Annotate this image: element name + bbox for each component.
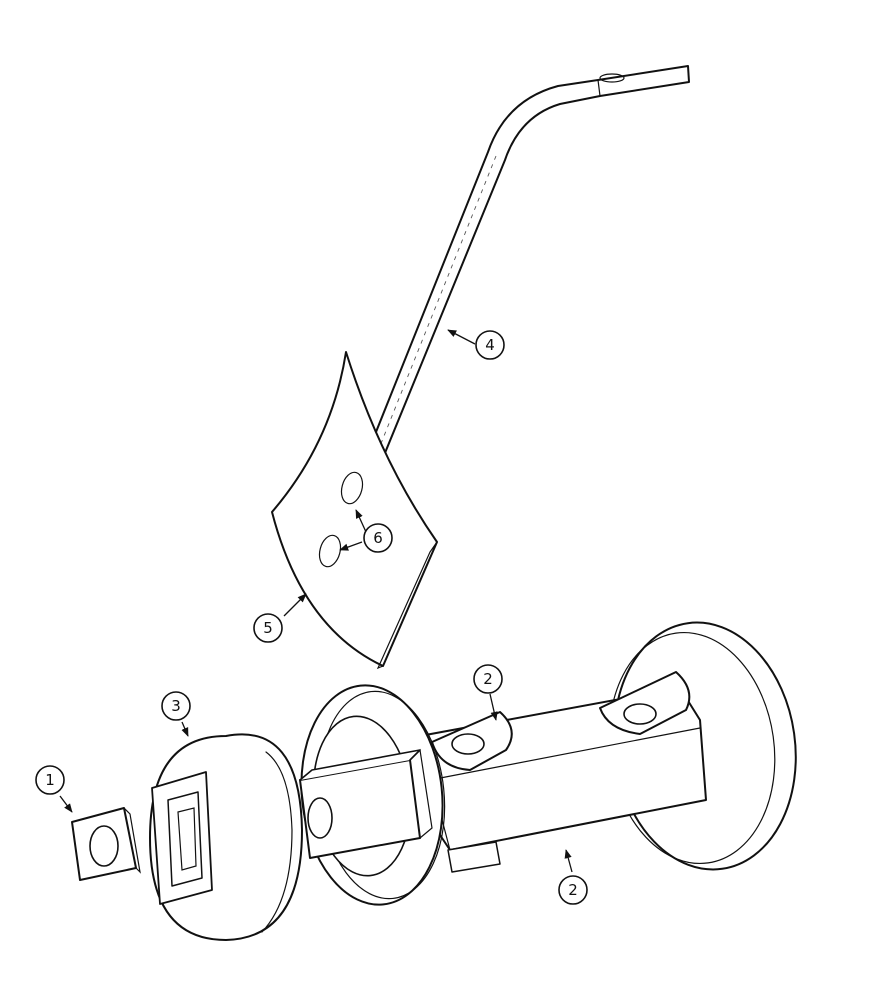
callout-1: 1 bbox=[35, 765, 65, 795]
square-nut bbox=[71, 807, 141, 881]
callout-3: 3 bbox=[161, 691, 191, 721]
callout-label: 6 bbox=[373, 529, 383, 547]
callout-4: 4 bbox=[475, 330, 505, 360]
callout-2-upper: 2 bbox=[473, 664, 503, 694]
axle-tube bbox=[419, 671, 707, 873]
square-shaft bbox=[299, 748, 433, 859]
callout-label: 1 bbox=[45, 771, 55, 789]
bolt-hole-upper bbox=[340, 471, 364, 505]
callout-label: 2 bbox=[568, 881, 578, 899]
blade-plate bbox=[271, 351, 438, 670]
callout-label: 2 bbox=[483, 670, 493, 688]
leader-lines bbox=[59, 329, 573, 873]
callout-6: 6 bbox=[363, 523, 393, 553]
hub-disc bbox=[149, 733, 303, 941]
handle-rod bbox=[363, 65, 690, 471]
callout-label: 5 bbox=[263, 619, 273, 637]
callout-label: 4 bbox=[485, 336, 495, 354]
callout-5: 5 bbox=[253, 613, 283, 643]
bolt-hole-lower bbox=[318, 534, 342, 568]
callout-label: 3 bbox=[171, 697, 181, 715]
callout-2-lower: 2 bbox=[558, 875, 588, 905]
